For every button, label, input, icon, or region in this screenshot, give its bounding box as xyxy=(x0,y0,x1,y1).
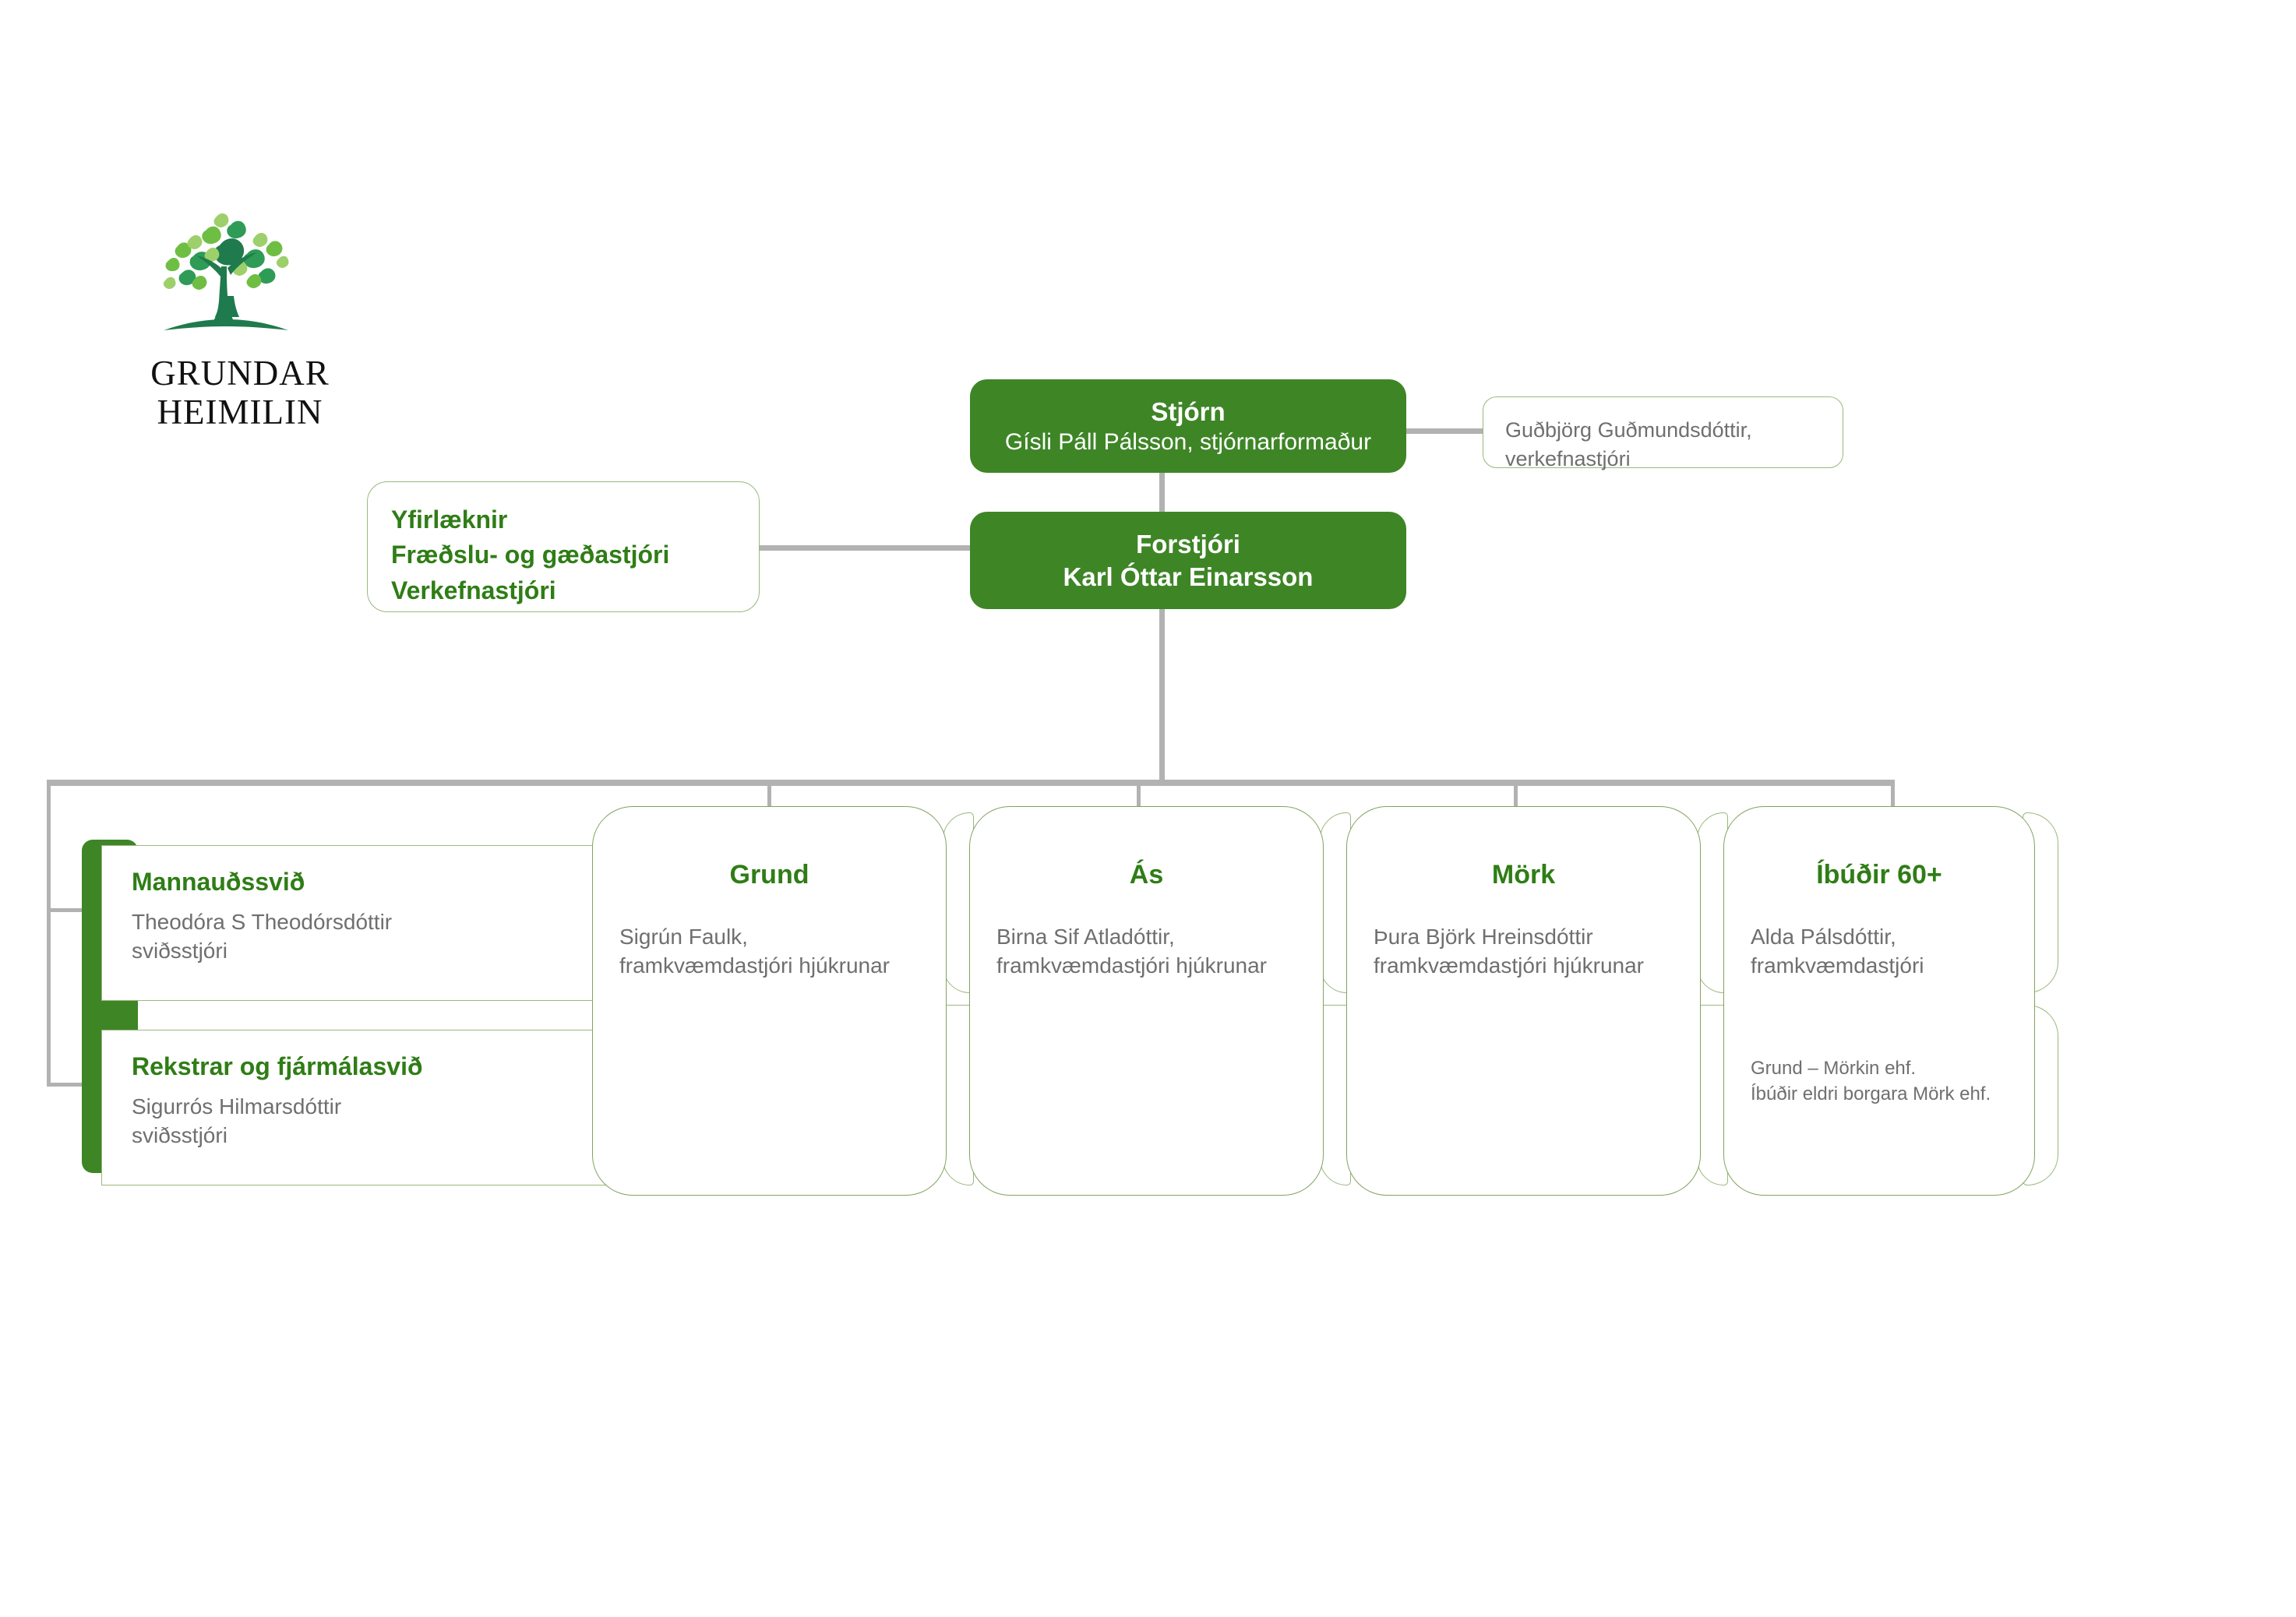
connector-bus-mork xyxy=(1514,780,1518,811)
department-card-rekstrar[interactable]: Rekstrar og fjármálasvið Sigurrós Hilmar… xyxy=(101,1030,608,1185)
unit-legal-entity-1: Grund – Mörkin ehf. xyxy=(1751,1058,1917,1079)
logo-wordmark: GRUNDAR HEIMILIN xyxy=(131,354,349,432)
unit-person: Alda Pálsdóttir, xyxy=(1751,925,1896,949)
unit-role: framkvæmdastjóri hjúkrunar xyxy=(619,953,890,978)
board-node[interactable]: Stjórn Gísli Páll Pálsson, stjórnarforma… xyxy=(970,379,1406,473)
board-assistant-node[interactable]: Guðbjörg Guðmundsdóttir, verkefnastjóri xyxy=(1483,396,1843,470)
unit-card-grund[interactable]: Grund Sigrún Faulk, framkvæmdastjóri hjú… xyxy=(592,806,947,1196)
unit-legal-entities: Grund – Mörkin ehf. Íbúðir eldri borgara… xyxy=(1751,1056,1991,1107)
unit-role: framkvæmdastjóri xyxy=(1751,953,1924,978)
department-person: Theodóra S Theodórsdóttir xyxy=(132,910,393,934)
department-title: Mannauðssvið xyxy=(132,868,305,896)
unit-person: Birna Sif Atladóttir, xyxy=(996,925,1175,949)
unit-title: Ás xyxy=(1129,860,1164,890)
connector-bus-ibudir xyxy=(1891,780,1895,811)
staff-role-2: Fræðslu- og gæðastjóri xyxy=(391,541,670,569)
connector-ceo-bus xyxy=(1159,609,1165,784)
unit-details: Birna Sif Atladóttir, framkvæmdastjóri h… xyxy=(996,922,1267,980)
unit-person: Sigrún Faulk, xyxy=(619,925,748,949)
unit-role: framkvæmdastjóri hjúkrunar xyxy=(996,953,1267,978)
board-assistant-line-2: verkefnastjóri xyxy=(1505,446,1631,470)
board-title: Stjórn xyxy=(1151,396,1226,426)
staff-role-1: Yfirlæknir xyxy=(391,506,508,534)
connector-bus-departments xyxy=(47,780,51,1087)
connector-bus xyxy=(47,780,1895,786)
department-role: sviðsstjóri xyxy=(132,939,227,964)
unit-card-as[interactable]: Ás Birna Sif Atladóttir, framkvæmdastjór… xyxy=(969,806,1324,1196)
ceo-node[interactable]: Forstjóri Karl Óttar Einarsson xyxy=(970,512,1406,609)
tree-icon xyxy=(163,213,289,330)
connector-staff-ceo xyxy=(760,545,970,551)
connector-departments-stub-1 xyxy=(47,908,87,912)
department-role: sviðsstjóri xyxy=(132,1123,227,1148)
unit-card-ibudir-60plus[interactable]: Íbúðir 60+ Alda Pálsdóttir, framkvæmdast… xyxy=(1723,806,2035,1196)
unit-title: Mörk xyxy=(1491,860,1556,890)
ceo-title: Forstjóri xyxy=(1136,530,1240,559)
connector-bus-as xyxy=(1137,780,1141,811)
staff-role-3: Verkefnastjóri xyxy=(391,576,556,604)
connector-bus-grund xyxy=(767,780,771,811)
unit-legal-entity-2: Íbúðir eldri borgara Mörk ehf. xyxy=(1751,1083,1991,1104)
unit-title: Grund xyxy=(729,860,809,890)
unit-details: Alda Pálsdóttir, framkvæmdastjóri xyxy=(1751,922,1924,980)
logo-line-1: GRUNDAR xyxy=(150,354,330,393)
unit-card-mork[interactable]: Mörk Þura Björk Hreinsdóttir framkvæmdas… xyxy=(1346,806,1701,1196)
department-title: Rekstrar og fjármálasvið xyxy=(132,1052,423,1080)
department-person: Sigurrós Hilmarsdóttir xyxy=(132,1094,342,1119)
unit-title: Íbúðir 60+ xyxy=(1816,860,1942,890)
unit-details: Sigrún Faulk, framkvæmdastjóri hjúkrunar xyxy=(619,922,890,980)
unit-person: Þura Björk Hreinsdóttir xyxy=(1374,925,1593,949)
brand-logo: GRUNDAR HEIMILIN xyxy=(131,212,349,446)
department-card-mannaudssvid[interactable]: Mannauðssvið Theodóra S Theodórsdóttir s… xyxy=(101,845,608,1001)
logo-line-2: HEIMILIN xyxy=(157,393,323,432)
unit-details: Þura Björk Hreinsdóttir framkvæmdastjóri… xyxy=(1374,922,1644,980)
unit-role: framkvæmdastjóri hjúkrunar xyxy=(1374,953,1644,978)
connector-departments-stub-2 xyxy=(47,1083,87,1087)
board-person: Gísli Páll Pálsson, stjórnarformaður xyxy=(1004,428,1372,455)
staff-roles-node[interactable]: Yfirlæknir Fræðslu- og gæðastjóri Verkef… xyxy=(367,481,760,612)
board-assistant-line-1: Guðbjörg Guðmundsdóttir, xyxy=(1505,418,1752,442)
connector-board-ceo xyxy=(1159,473,1165,512)
connector-board-assistant xyxy=(1397,428,1483,434)
ceo-person: Karl Óttar Einarsson xyxy=(1063,562,1314,591)
